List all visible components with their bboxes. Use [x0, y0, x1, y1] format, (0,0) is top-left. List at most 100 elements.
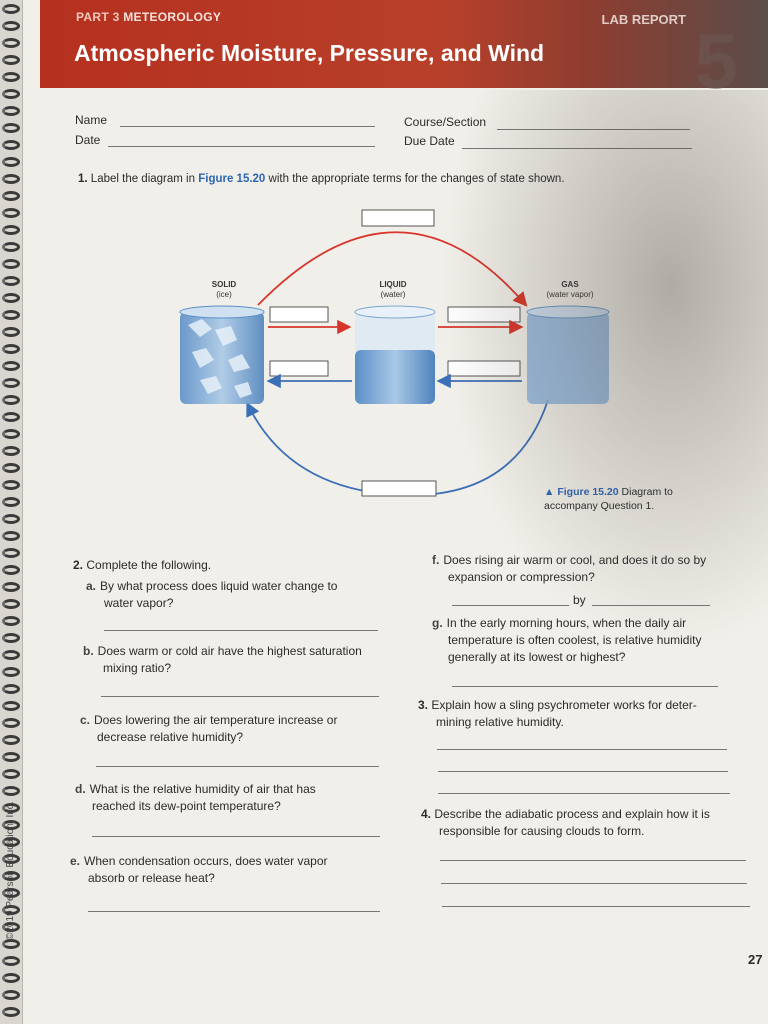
changes-of-state-diagram: SOLID (ice) LIQUID (water) GAS (water va…	[179, 209, 610, 497]
spiral-coil	[2, 89, 20, 99]
spiral-coil	[2, 106, 20, 116]
name-label: Name	[75, 113, 108, 127]
spiral-coil	[2, 888, 20, 898]
spiral-coil	[2, 990, 20, 1000]
spiral-coil	[2, 514, 20, 524]
spiral-coil	[2, 939, 20, 949]
date-field[interactable]	[108, 146, 375, 147]
spiral-coil	[2, 956, 20, 966]
spiral-coil	[2, 922, 20, 932]
spiral-coil	[2, 480, 20, 490]
spiral-coil	[2, 429, 20, 439]
liquid-beaker	[354, 305, 436, 404]
spiral-coil	[2, 72, 20, 82]
spiral-coil	[2, 769, 20, 779]
question-2c: c.Does lowering the air temperature incr…	[80, 713, 338, 744]
spiral-coil	[2, 582, 20, 592]
answer-4-line-2[interactable]	[441, 883, 747, 884]
spiral-coil	[2, 684, 20, 694]
spiral-coil	[2, 361, 20, 371]
label-box-melting[interactable]	[269, 306, 329, 323]
spiral-coil	[2, 140, 20, 150]
name-field[interactable]	[120, 126, 375, 127]
spiral-coil	[2, 378, 20, 388]
chapter-header: PART 3 METEOROLOGY LAB REPORT Atmospheri…	[40, 0, 768, 100]
spiral-coil	[2, 871, 20, 881]
spiral-coil	[2, 4, 20, 14]
spiral-coil	[2, 633, 20, 643]
spiral-coil	[2, 905, 20, 915]
answer-2a[interactable]	[104, 630, 378, 631]
spiral-coil	[2, 786, 20, 796]
answer-2f-1[interactable]	[452, 605, 569, 606]
spiral-coil	[2, 565, 20, 575]
spiral-coil	[2, 531, 20, 541]
label-box-freezing[interactable]	[269, 360, 329, 377]
figure-caption: ▲ Figure 15.20 Diagram to accompany Ques…	[544, 486, 673, 512]
gas-label: GAS	[561, 280, 579, 289]
solid-label: SOLID	[212, 280, 237, 289]
spiral-coil	[2, 412, 20, 422]
answer-4-line-1[interactable]	[440, 860, 746, 861]
spiral-coil	[2, 38, 20, 48]
spiral-coil	[2, 55, 20, 65]
course-section-label: Course/Section	[404, 115, 487, 129]
spiral-coil	[2, 463, 20, 473]
spiral-coil	[2, 21, 20, 31]
spiral-coil	[2, 123, 20, 133]
answer-2f-2[interactable]	[592, 605, 710, 606]
solid-beaker	[179, 305, 265, 404]
spiral-coil	[2, 837, 20, 847]
gas-sub: (water vapor)	[546, 290, 593, 299]
answer-3-line-2[interactable]	[438, 771, 728, 772]
question-2g: g.In the early morning hours, when the d…	[432, 616, 702, 664]
due-date-field[interactable]	[462, 148, 692, 149]
spiral-coil	[2, 293, 20, 303]
spiral-coil	[2, 157, 20, 167]
question-2a: a.By what process does liquid water chan…	[86, 579, 338, 610]
question-1: 1. Label the diagram in Figure 15.20 wit…	[78, 173, 565, 185]
question-2-intro: 2. Complete the following.	[73, 558, 212, 572]
label-box-condensation[interactable]	[447, 360, 521, 377]
question-4: 4. Describe the adiabatic process and ex…	[421, 807, 710, 838]
answer-2e[interactable]	[88, 911, 380, 912]
spiral-coil	[2, 820, 20, 830]
solid-sub: (ice)	[216, 290, 232, 299]
spiral-coil	[2, 718, 20, 728]
spiral-coil	[2, 735, 20, 745]
course-section-field[interactable]	[497, 129, 690, 130]
answer-2b[interactable]	[101, 696, 379, 697]
spiral-coil	[2, 752, 20, 762]
question-2f: f.Does rising air warm or cool, and does…	[432, 553, 707, 584]
answer-4-line-3[interactable]	[442, 906, 750, 907]
label-box-bottom[interactable]	[361, 480, 437, 497]
spiral-coil	[2, 616, 20, 626]
answer-2d[interactable]	[92, 836, 380, 837]
part-label: PART 3 METEOROLOGY	[76, 10, 222, 24]
spiral-coil	[2, 259, 20, 269]
spiral-coil	[2, 276, 20, 286]
answer-3-line-1[interactable]	[437, 749, 727, 750]
question-2e: e.When condensation occurs, does water v…	[70, 854, 328, 885]
spiral-coil	[2, 497, 20, 507]
label-box-top[interactable]	[361, 209, 435, 227]
spiral-coil	[2, 242, 20, 252]
answer-2g[interactable]	[452, 686, 718, 687]
answer-3-line-3[interactable]	[438, 793, 730, 794]
spiral-coil	[2, 1007, 20, 1017]
copyright-notice: ©2019 Pearson Education, Inc.	[5, 801, 16, 940]
spiral-coil	[2, 344, 20, 354]
answer-2c[interactable]	[96, 766, 379, 767]
label-box-evaporation[interactable]	[447, 306, 521, 323]
question-2b: b.Does warm or cold air have the highest…	[83, 644, 362, 675]
spiral-coil	[2, 667, 20, 677]
spiral-coil	[2, 174, 20, 184]
spiral-coil	[2, 327, 20, 337]
spiral-coil	[2, 225, 20, 235]
spiral-coil	[2, 310, 20, 320]
spiral-coil	[2, 395, 20, 405]
spiral-coil	[2, 803, 20, 813]
spiral-binding	[0, 0, 23, 1024]
chapter-number: 5	[694, 17, 738, 105]
sublimation-arc	[257, 231, 528, 307]
